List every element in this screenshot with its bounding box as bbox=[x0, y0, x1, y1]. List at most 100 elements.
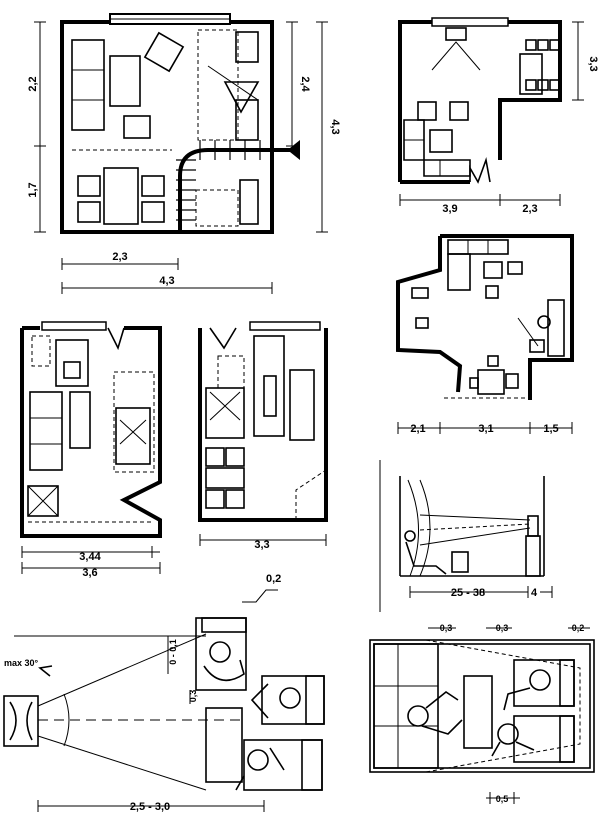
armchair bbox=[55, 339, 89, 387]
dim-a: 2,1 bbox=[410, 423, 425, 435]
person-head bbox=[209, 641, 231, 663]
desk bbox=[205, 467, 245, 489]
armchair-bottom-right bbox=[513, 715, 575, 763]
sofa-left bbox=[373, 643, 439, 769]
dim-right-top: 2,4 bbox=[299, 76, 311, 92]
angle-arrow bbox=[38, 665, 53, 677]
wall-outline bbox=[398, 20, 562, 182]
shelf-unit bbox=[115, 407, 151, 465]
armchair bbox=[143, 31, 185, 73]
dining-table bbox=[519, 53, 543, 95]
tv-view-cone bbox=[223, 81, 260, 114]
chair bbox=[141, 201, 165, 223]
screen-viewing-section: 25 - 38 4 bbox=[379, 460, 553, 612]
sofa bbox=[447, 253, 471, 291]
cabinet bbox=[239, 179, 259, 225]
person-head bbox=[497, 723, 519, 745]
door-zigzag bbox=[469, 156, 491, 184]
cabinet-outline bbox=[197, 29, 239, 141]
circulation-arrow bbox=[178, 140, 300, 232]
plan-living-room-top-left: 2,2 1,7 2,4 4,3 2,3 4,3 bbox=[27, 13, 341, 294]
coffee-table bbox=[463, 675, 493, 749]
dim-b: 3,1 bbox=[478, 423, 493, 435]
sofa bbox=[29, 391, 63, 471]
armchair bbox=[417, 101, 437, 121]
dim-a: 0,3 bbox=[440, 623, 453, 633]
sofa bbox=[71, 39, 105, 131]
person-head bbox=[279, 687, 301, 709]
seating-arrangement-plan: 0,3 0,3 0,2 0,5 bbox=[369, 623, 595, 804]
dim-c: 0,2 bbox=[572, 623, 585, 633]
dim-range: 2,5 - 3,0 bbox=[130, 801, 170, 813]
plan-diagonal-room: 2,1 3,1 1,5 bbox=[396, 234, 574, 435]
wall-outline bbox=[396, 236, 463, 393]
room-outline bbox=[369, 639, 595, 773]
armchair bbox=[449, 101, 469, 121]
cabinet-unit bbox=[205, 387, 245, 439]
dim-b: 0,3 bbox=[188, 690, 198, 703]
window bbox=[431, 17, 509, 27]
tv bbox=[529, 339, 545, 353]
armchair-top-right bbox=[513, 659, 575, 707]
corner-sofa bbox=[403, 119, 471, 177]
sideboard bbox=[235, 99, 259, 141]
cupboard-outline bbox=[195, 189, 239, 227]
dim-right-full: 4,3 bbox=[329, 119, 341, 134]
chair bbox=[483, 261, 503, 279]
coffee-table bbox=[109, 55, 141, 107]
sideboard bbox=[547, 299, 565, 357]
side-table bbox=[205, 707, 243, 783]
plan-l-shaped-top-right: 3,3 3,9 2,3 bbox=[398, 17, 599, 215]
viewer-head bbox=[404, 530, 416, 542]
plan-narrow-room-left: 3,44 3,6 bbox=[20, 321, 162, 579]
tv-set bbox=[3, 695, 39, 747]
armchair-small bbox=[123, 115, 151, 139]
shelf bbox=[289, 369, 315, 441]
coffee-table bbox=[429, 129, 453, 153]
dim-outer: 3,6 bbox=[82, 567, 97, 579]
coffee-table bbox=[69, 391, 91, 449]
person-head bbox=[407, 705, 429, 727]
dim-a: 0 - 0,1 bbox=[168, 639, 178, 665]
chair bbox=[77, 175, 101, 197]
tv-cabinet bbox=[235, 31, 259, 63]
wall-outline bbox=[20, 326, 162, 538]
dim-c: 1,5 bbox=[543, 423, 558, 435]
step-dim: 0,2 bbox=[266, 573, 281, 585]
window bbox=[249, 321, 321, 331]
dim-left-bottom: 1,7 bbox=[27, 182, 39, 197]
cabinet bbox=[27, 485, 59, 517]
dim-bottom-left: 3,9 bbox=[442, 203, 457, 215]
person-head bbox=[529, 669, 551, 691]
dim-inner: 3,44 bbox=[79, 551, 101, 563]
shelf bbox=[447, 239, 509, 255]
chair bbox=[141, 175, 165, 197]
window bbox=[41, 321, 107, 331]
angle-label: max 30° bbox=[4, 658, 39, 668]
chair bbox=[77, 201, 101, 223]
tv bbox=[445, 27, 467, 41]
dim-b: 0,3 bbox=[496, 623, 509, 633]
dim-right: 3,3 bbox=[587, 56, 599, 71]
dining-table bbox=[477, 369, 505, 395]
person-head bbox=[247, 749, 269, 771]
dining-table bbox=[103, 167, 139, 225]
screen bbox=[527, 515, 539, 537]
tv-viewing-plan: max 30° 0 - 0,1 0,3 2,5 - 3,0 bbox=[3, 617, 325, 813]
dim-bottom-right: 2,3 bbox=[522, 203, 537, 215]
chair bbox=[451, 551, 469, 573]
wall-outline bbox=[198, 328, 328, 522]
armchair-bottom bbox=[243, 739, 323, 791]
step-detail: 0,2 bbox=[242, 573, 281, 603]
depth-dim: 4 bbox=[531, 587, 538, 599]
armchair-right bbox=[261, 675, 325, 725]
dim-bottom-full: 4,3 bbox=[159, 275, 174, 287]
dim-bottom: 0,5 bbox=[496, 794, 509, 804]
sofa bbox=[253, 335, 285, 437]
range-dim: 25 - 38 bbox=[451, 587, 485, 599]
dim-left-top: 2,2 bbox=[27, 76, 39, 91]
dim-bottom-part: 2,3 bbox=[112, 251, 127, 263]
plan-narrow-room-middle: 3,3 bbox=[198, 321, 328, 551]
dim-width: 3,3 bbox=[254, 539, 269, 551]
